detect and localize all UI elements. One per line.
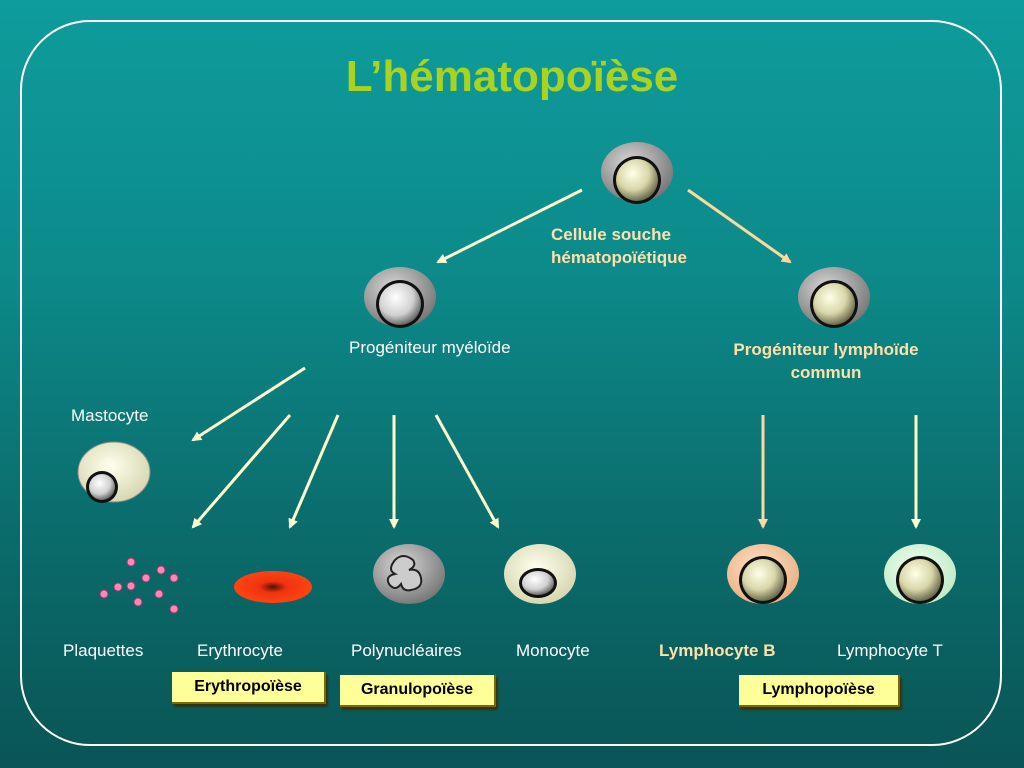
stem-cell-icon <box>601 142 673 204</box>
erythrocyte-label: Erythrocyte <box>197 641 283 660</box>
plaquettes-label: Plaquettes <box>63 641 144 660</box>
myeloid-progenitor-icon <box>364 267 436 328</box>
plaquettes-icon <box>99 557 179 614</box>
slide-frame <box>20 20 1002 746</box>
lymphoid-progenitor-label: Progéniteur lymphoïde commun <box>733 340 919 382</box>
stem-cell-label: Cellule souche hématopoïétique <box>551 225 688 267</box>
polynucleaires-label: Polynucléaires <box>351 641 462 660</box>
lymphocyte-t-label: Lymphocyte T <box>837 641 943 660</box>
mastocyte-label: Mastocyte <box>71 406 149 425</box>
arrow-myeloid-to-erythrocyte <box>288 414 340 529</box>
lymphocyte-b-icon <box>727 544 799 604</box>
arrow-stem-to-lymphoid <box>687 188 792 264</box>
erythrocyte-icon <box>234 571 312 603</box>
lymphoid-progenitor-icon <box>798 267 870 328</box>
myeloid-progenitor-label: Progéniteur myéloïde <box>349 338 511 357</box>
arrow-stem-to-myeloid <box>436 188 583 264</box>
mastocyte-icon <box>77 441 151 503</box>
slide-title: L’hématopoïèse <box>345 52 679 101</box>
polynucleaires-icon <box>373 544 445 604</box>
arrow-myeloid-to-mastocyte <box>191 366 306 442</box>
erythropoiese-box: Erythropoïèse <box>172 672 326 704</box>
granulopoiese-box: Granulopoïèse <box>340 675 496 707</box>
lymphocyte-t-icon <box>884 544 956 604</box>
monocyte-label: Monocyte <box>516 641 590 660</box>
lymphopoiese-box: Lymphopoïèse <box>739 675 900 707</box>
arrow-myeloid-to-monocyte <box>434 414 500 529</box>
monocyte-icon <box>504 544 576 604</box>
arrow-myeloid-to-plaquettes <box>191 414 292 529</box>
lymphocyte-b-label: Lymphocyte B <box>659 641 776 660</box>
